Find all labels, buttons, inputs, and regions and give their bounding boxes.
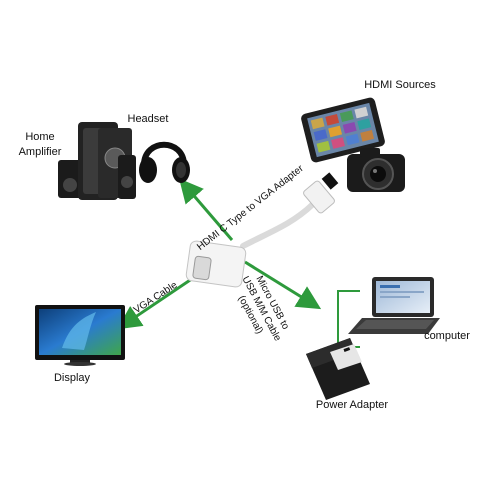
tablet-device (301, 97, 385, 163)
speaker-right-cone (121, 176, 133, 188)
adapter-cable (240, 202, 315, 249)
label-hdmi-sources: HDMI Sources (364, 79, 436, 91)
headset-device (139, 141, 190, 183)
label-home-amplifier-line2: Amplifier (19, 146, 62, 158)
arrow-to-computer (244, 260, 322, 310)
computer-device (348, 277, 440, 334)
hdmi-tip (321, 172, 339, 190)
adapter-label (330, 344, 362, 370)
power-adapter-device (306, 338, 370, 400)
camera-device (347, 148, 405, 192)
label-power-adapter: Power Adapter (316, 399, 388, 411)
label-vga-cable: VGA Cable (132, 280, 180, 316)
speaker-left-cone (63, 178, 77, 192)
hdmi-vga-adapter (185, 172, 339, 288)
label-home-amplifier-line1: Home (25, 131, 54, 143)
headset-cup-right-ring (176, 162, 186, 178)
arrow-to-headset (179, 178, 234, 241)
hdmi-plug (303, 180, 335, 214)
home-amplifier-device (58, 122, 136, 200)
display-device (35, 305, 125, 366)
label-computer: computer (424, 330, 470, 342)
hdmi-sources-devices (301, 97, 405, 192)
headset-cup-left (139, 157, 157, 183)
label-headset: Headset (128, 113, 169, 125)
vga-port (192, 255, 212, 281)
label-display: Display (54, 372, 91, 384)
